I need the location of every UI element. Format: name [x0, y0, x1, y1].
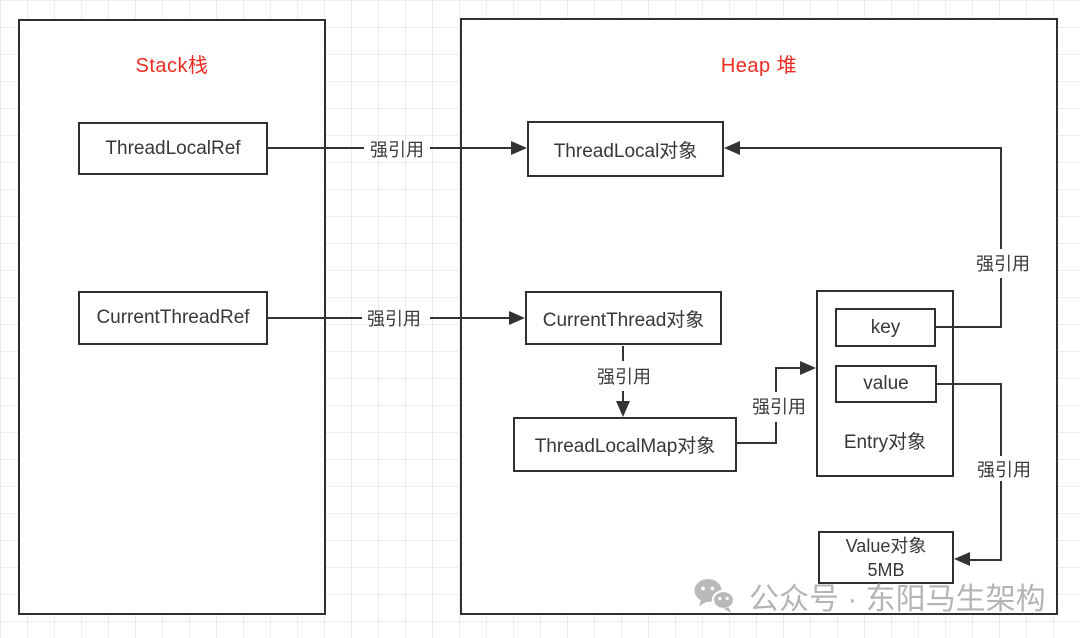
edge-ctref-line [268, 316, 362, 320]
edge-value-to-vo-line [969, 558, 1002, 561]
value-obj-line1: Value对象 [845, 535, 927, 556]
watermark-text: 公众号 · 东阳马生架构 [749, 583, 1046, 616]
edge-map-to-entry-label: 强引用 [752, 397, 806, 417]
node-entry-value: value [835, 365, 937, 403]
edge-value-to-vo-line [936, 382, 1002, 386]
edge-tlref-label: 强引用 [370, 140, 424, 160]
heap-title: Heap 堆 [720, 55, 798, 77]
edge-map-to-entry-line [736, 441, 777, 444]
entry-obj-caption: Entry对象 [843, 432, 927, 453]
node-thread-local-obj: ThreadLocal对象 [527, 121, 724, 177]
edge-tlref-line [430, 146, 513, 150]
stack-title: Stack栈 [135, 55, 209, 77]
edge-ctref-line [430, 316, 511, 320]
wechat-icon [694, 579, 736, 613]
edge-ct-to-map-label: 强引用 [597, 367, 651, 387]
edge-ct-to-map-line [621, 346, 625, 361]
arrowhead-right-icon [800, 361, 816, 375]
edge-map-to-entry-line [775, 366, 802, 370]
arrowhead-down-icon [616, 401, 630, 417]
edge-key-to-tl-line [935, 325, 1002, 329]
edge-map-to-entry-line [774, 422, 778, 443]
edge-ctref-label: 强引用 [367, 309, 421, 329]
watermark: 公众号 · 东阳马生架构 [692, 574, 1046, 618]
node-thread-local-map-obj: ThreadLocalMap对象 [513, 417, 737, 472]
edge-ct-to-map-line [621, 391, 625, 402]
edge-map-to-entry-line [774, 367, 778, 392]
edge-key-to-tl-line [999, 278, 1003, 328]
edge-value-to-vo-line [999, 383, 1003, 456]
node-current-thread-ref: CurrentThreadRef [78, 291, 268, 345]
node-value-obj: Value对象 5MB [818, 531, 954, 584]
node-entry-key: key [835, 308, 936, 347]
arrowhead-right-icon [511, 141, 527, 155]
edge-value-to-vo-label: 强引用 [977, 460, 1031, 480]
edge-key-to-tl-line [999, 147, 1003, 249]
node-thread-local-ref: ThreadLocalRef [78, 122, 268, 175]
arrowhead-right-icon [509, 311, 525, 325]
arrowhead-left-icon [954, 552, 970, 566]
edge-value-to-vo-line [999, 481, 1003, 561]
edge-key-to-tl-label: 强引用 [976, 254, 1030, 274]
edge-key-to-tl-line [739, 146, 1001, 150]
value-obj-line2: 5MB [867, 559, 905, 580]
edge-tlref-line [268, 146, 364, 150]
arrowhead-left-icon [724, 141, 740, 155]
node-current-thread-obj: CurrentThread对象 [525, 291, 722, 345]
